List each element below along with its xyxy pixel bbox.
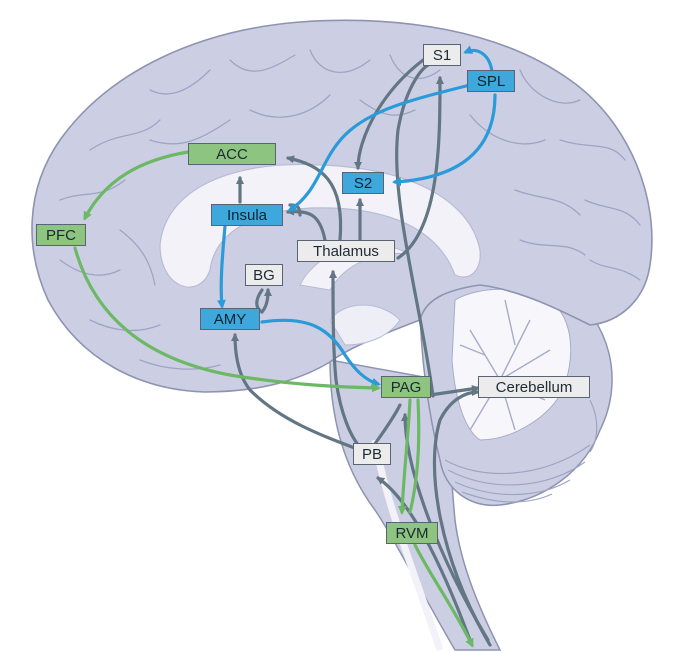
- arrow-bg-to-amy: [255, 288, 264, 314]
- arrow-spine-to-cerebellum: [432, 388, 492, 647]
- arrow-thalamus-to-s1: [396, 76, 444, 260]
- node-spl: SPL: [467, 70, 515, 92]
- arrow-amy-to-bg: [260, 288, 272, 314]
- arrow-pag-to-s1-long: [395, 63, 435, 398]
- cerebellum-folia: [444, 399, 598, 503]
- node-rvm: RVM: [386, 522, 438, 544]
- arrow-thalamus-to-acc: [286, 155, 343, 242]
- node-pfc: PFC: [36, 224, 86, 246]
- node-cerebellum: Cerebellum: [478, 376, 590, 398]
- node-pag: PAG: [381, 376, 431, 398]
- node-bg: BG: [245, 264, 283, 286]
- arrow-acc-to-pfc: [83, 150, 190, 221]
- node-s1: S1: [423, 44, 461, 66]
- node-pb: PB: [353, 443, 391, 465]
- arrow-pag-to-rvm: [397, 398, 412, 515]
- arrow-pfc-to-pag: [73, 246, 381, 393]
- arrow-pag-to-rvm-side: [408, 398, 421, 514]
- arrow-pb-to-amy: [231, 333, 362, 452]
- node-thalamus: Thalamus: [297, 240, 395, 262]
- arrow-pb-to-thalamus: [329, 270, 367, 454]
- green-arrows: [73, 150, 474, 648]
- node-acc: ACC: [188, 143, 276, 165]
- arrow-amy-to-pag: [260, 318, 381, 387]
- blue-arrows: [216, 45, 497, 387]
- node-s2: S2: [342, 172, 384, 194]
- gyri-lines: [59, 49, 641, 370]
- arrow-rvm-to-spine: [413, 543, 474, 648]
- node-insula: Insula: [211, 204, 283, 226]
- arrow-thalamus-to-insula: [286, 207, 327, 242]
- node-amy: AMY: [200, 308, 260, 330]
- arrow-spl-to-s1: [463, 45, 494, 74]
- arrow-spl-to-s2: [392, 93, 497, 187]
- midbrain-pale: [329, 304, 401, 346]
- arrow-insula-to-amy: [216, 224, 227, 309]
- arrow-spl-to-insula: [287, 83, 472, 212]
